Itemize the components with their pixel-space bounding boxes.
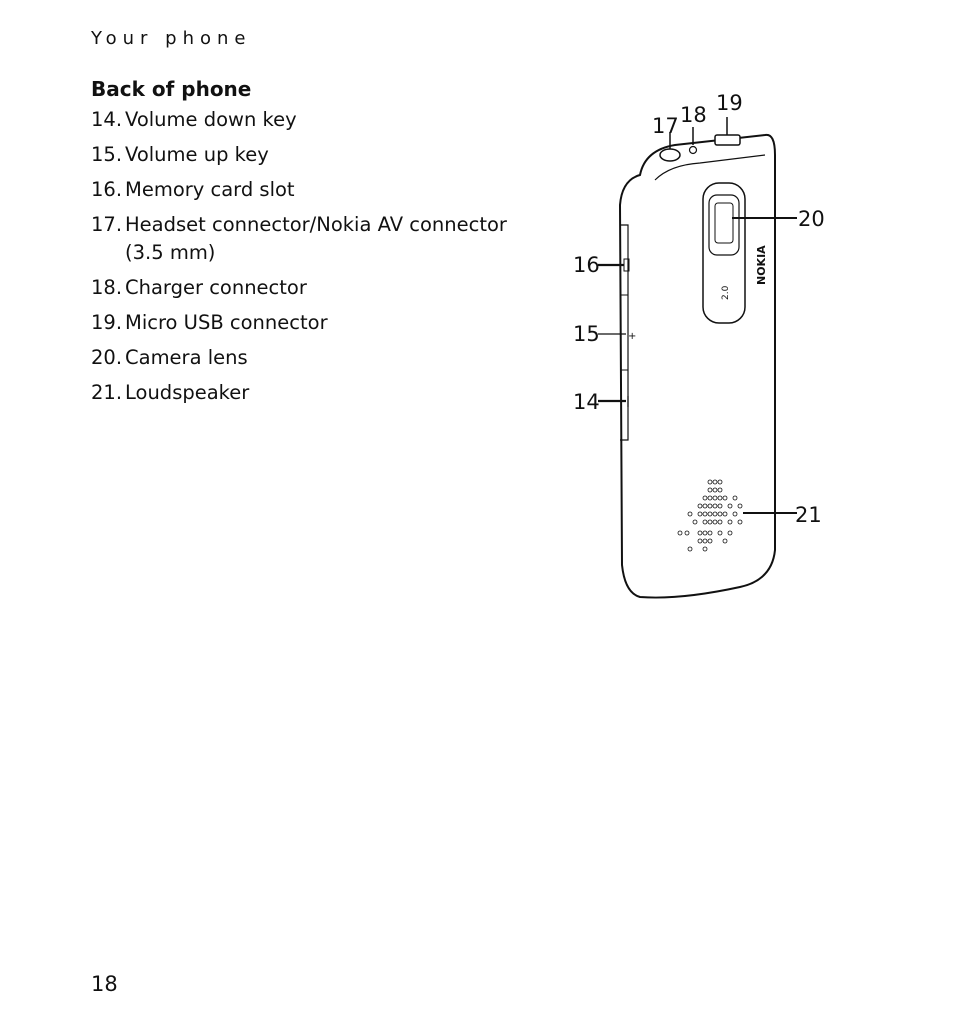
callout-label-17: 17 bbox=[652, 114, 679, 138]
item-number: 17. bbox=[91, 213, 123, 236]
item-label: Micro USB connector bbox=[125, 311, 328, 334]
plus-symbol: + bbox=[628, 331, 636, 342]
callout-label-15: 15 bbox=[573, 322, 600, 346]
phone-back-figure: + 2.0 NOKIA 16 bbox=[560, 85, 830, 610]
list-item: 14.Volume down key bbox=[91, 106, 531, 134]
item-label: Headset connector/Nokia AV connector (3.… bbox=[125, 213, 507, 264]
loudspeaker-grille bbox=[677, 479, 743, 552]
list-item: 18.Charger connector bbox=[91, 274, 531, 302]
item-number: 14. bbox=[91, 108, 123, 131]
item-number: 15. bbox=[91, 143, 123, 166]
phone-back-illustration: + 2.0 NOKIA 16 bbox=[573, 91, 825, 599]
item-number: 21. bbox=[91, 381, 123, 404]
page-number: 18 bbox=[91, 972, 118, 996]
list-item: 21.Loudspeaker bbox=[91, 379, 531, 407]
item-label: Memory card slot bbox=[125, 178, 295, 201]
callout-label-20: 20 bbox=[798, 207, 825, 231]
micro-usb-connector bbox=[714, 134, 741, 146]
item-label: Camera lens bbox=[125, 346, 248, 369]
list-item: 15.Volume up key bbox=[91, 141, 531, 169]
parts-list: 14.Volume down key 15.Volume up key 16.M… bbox=[91, 106, 531, 414]
charger-connector bbox=[688, 145, 698, 155]
item-label: Charger connector bbox=[125, 276, 307, 299]
camera-lens bbox=[708, 194, 740, 256]
body-edge-line bbox=[654, 154, 766, 181]
camera-lens-inner bbox=[714, 202, 734, 244]
brand-logo: NOKIA bbox=[755, 245, 768, 285]
list-item: 17.Headset connector/Nokia AV connector … bbox=[91, 211, 531, 267]
callout-label-16: 16 bbox=[573, 253, 600, 277]
phone-body bbox=[618, 133, 776, 599]
list-item: 19.Micro USB connector bbox=[91, 309, 531, 337]
list-item: 16.Memory card slot bbox=[91, 176, 531, 204]
item-number: 19. bbox=[91, 311, 123, 334]
page-heading: Back of phone bbox=[91, 77, 252, 101]
item-number: 16. bbox=[91, 178, 123, 201]
item-label: Volume down key bbox=[125, 108, 297, 131]
list-item: 20.Camera lens bbox=[91, 344, 531, 372]
callout-label-18: 18 bbox=[680, 103, 707, 127]
callout-label-21: 21 bbox=[795, 503, 822, 527]
section-header: Your phone bbox=[91, 28, 252, 49]
side-keys-strip bbox=[620, 224, 629, 441]
megapixel-mark: 2.0 bbox=[721, 285, 731, 300]
headset-connector bbox=[659, 148, 681, 162]
item-number: 18. bbox=[91, 276, 123, 299]
item-label: Loudspeaker bbox=[125, 381, 250, 404]
callout-label-19: 19 bbox=[716, 91, 743, 115]
item-label: Volume up key bbox=[125, 143, 269, 166]
item-number: 20. bbox=[91, 346, 123, 369]
callout-label-14: 14 bbox=[573, 390, 600, 414]
